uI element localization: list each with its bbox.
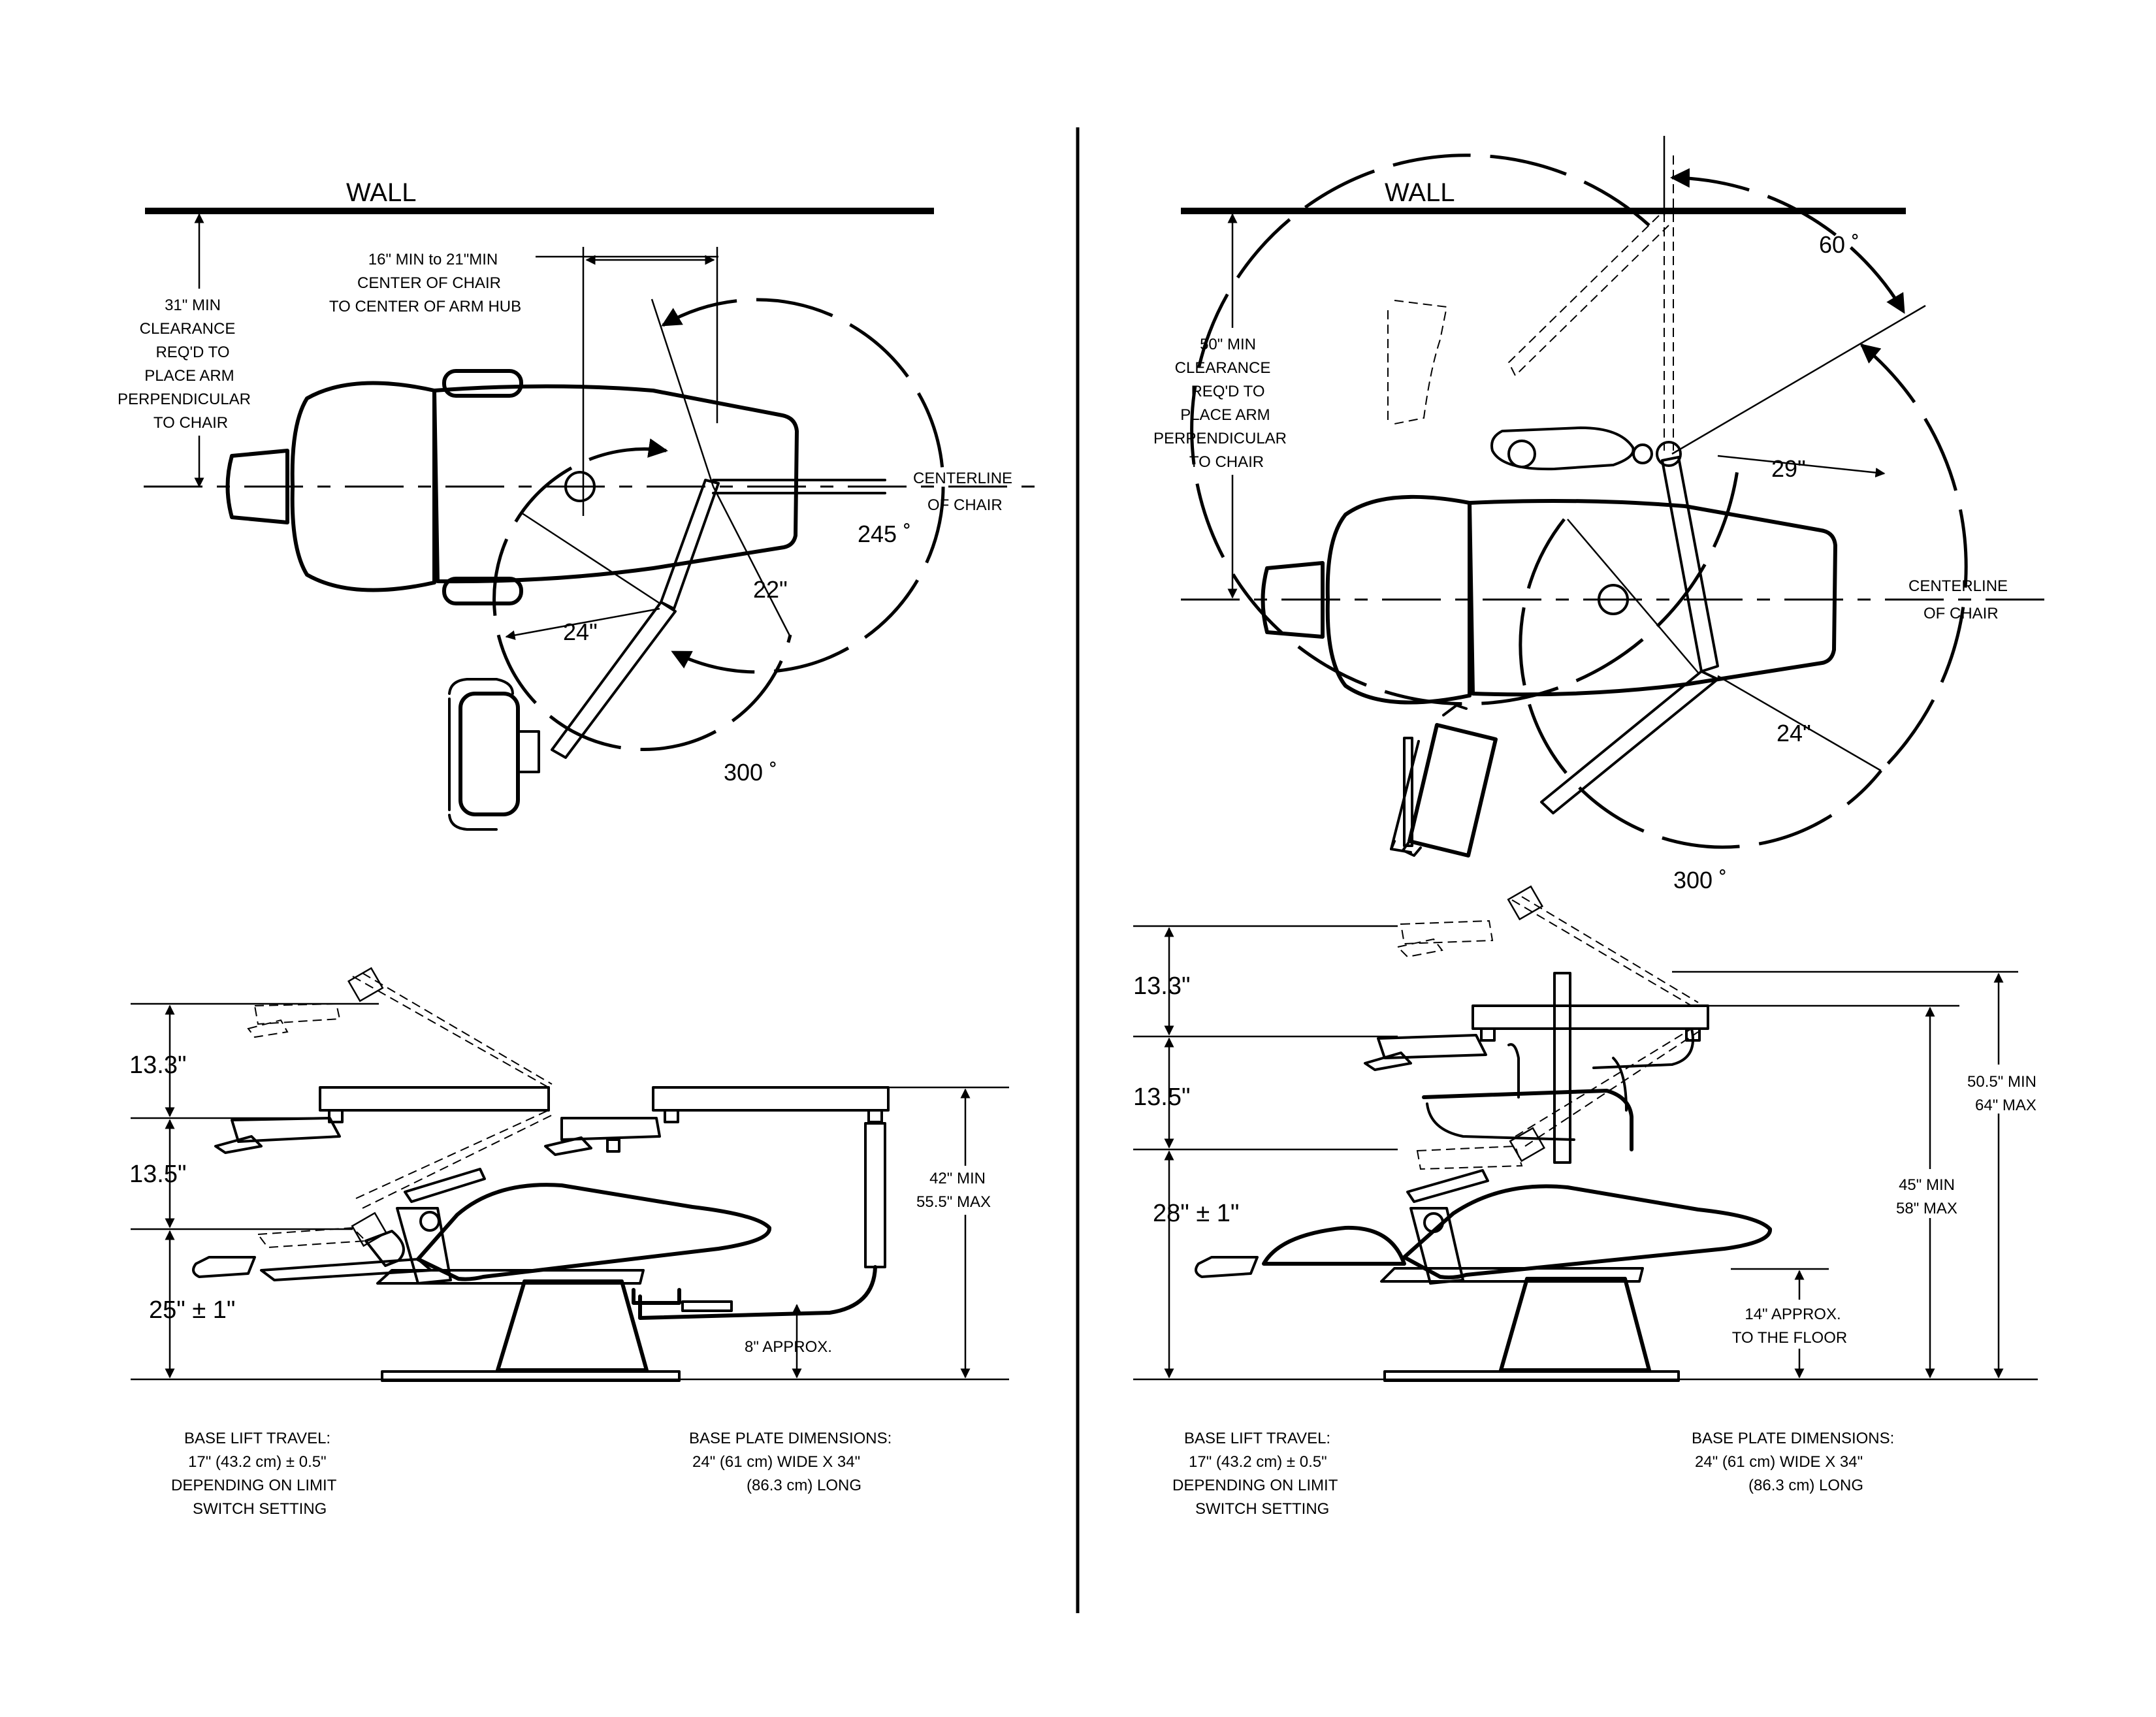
svg-text:24" (61 cm) WIDE X 34": 24" (61 cm) WIDE X 34" [692, 1453, 860, 1471]
base-plate-note-right: BASE PLATE DIMENSIONS: 24" (61 cm) WIDE … [1692, 1430, 1894, 1494]
svg-text:17" (43.2 cm) ± 0.5": 17" (43.2 cm) ± 0.5" [1189, 1453, 1327, 1471]
dim-22-label: 22" [753, 576, 788, 603]
svg-text:TO THE FLOOR: TO THE FLOOR [1732, 1329, 1847, 1347]
floor-note: 14" APPROX. TO THE FLOOR [1718, 1300, 1868, 1349]
delivery-arm-right [1490, 136, 1926, 814]
rotation-245-arc [661, 298, 945, 674]
base-plate-note: BASE PLATE DIMENSIONS: 24" (61 cm) WIDE … [689, 1430, 892, 1494]
rotation-60-arc [1670, 168, 1906, 314]
dim-24-label-right: 24" [1777, 720, 1811, 746]
svg-text:CENTER OF CHAIR: CENTER OF CHAIR [357, 274, 501, 292]
svg-text:CLEARANCE: CLEARANCE [1175, 359, 1271, 377]
rotation-29-arc [1859, 344, 1968, 772]
rotation-300-arc [492, 438, 792, 751]
approx-8-label: 8" APPROX. [745, 1338, 832, 1356]
dental-chair-side [192, 1122, 886, 1382]
svg-text:PERPENDICULAR: PERPENDICULAR [118, 391, 251, 408]
svg-text:TO CHAIR: TO CHAIR [153, 414, 228, 432]
rotation-300-arc-right [1519, 518, 1882, 849]
height-inner-note: 45" MIN 58" MAX [1886, 1169, 1971, 1218]
wall-label: WALL [346, 178, 416, 207]
svg-text:50" MIN: 50" MIN [1200, 336, 1256, 353]
dim-25-label: 25" ± 1" [149, 1296, 235, 1324]
svg-text:TO CENTER OF ARM HUB: TO CENTER OF ARM HUB [329, 298, 521, 315]
svg-text:SWITCH SETTING: SWITCH SETTING [1195, 1500, 1329, 1518]
svg-text:CLEARANCE: CLEARANCE [140, 320, 236, 338]
svg-text:BASE PLATE DIMENSIONS:: BASE PLATE DIMENSIONS: [689, 1430, 892, 1447]
svg-text:24" (61 cm) WIDE X 34": 24" (61 cm) WIDE X 34" [1695, 1453, 1863, 1471]
dental-chair-top-right [1261, 494, 1837, 705]
svg-text:PERPENDICULAR: PERPENDICULAR [1153, 430, 1287, 447]
base-lift-note: BASE LIFT TRAVEL: 17" (43.2 cm) ± 0.5" D… [171, 1430, 337, 1518]
height-outer-note: 50.5" MIN 64" MAX [1956, 1065, 2048, 1114]
angle-300-label-right: 300 ˚ [1673, 867, 1727, 893]
svg-text:TO CHAIR: TO CHAIR [1189, 453, 1264, 471]
svg-text:42" MIN: 42" MIN [929, 1170, 986, 1187]
svg-text:55.5" MAX: 55.5" MAX [916, 1193, 991, 1211]
delivery-arm [521, 298, 886, 759]
clearance-note-right: 50" MIN CLEARANCE REQ'D TO PLACE ARM PER… [1140, 328, 1329, 475]
svg-text:(86.3 cm) LONG: (86.3 cm) LONG [747, 1477, 861, 1494]
dim-28-label: 28" ± 1" [1153, 1200, 1239, 1227]
svg-text:64" MAX: 64" MAX [1975, 1097, 2036, 1114]
instrument-tray-right [1387, 300, 1498, 858]
height-note: 42" MIN 55.5" MAX [908, 1166, 999, 1215]
delivery-unit-side-right [1364, 885, 1709, 1170]
left-elevation-view: 13.3" 13.5" 25" ± 1" 42" MIN 55.5" MAX 8… [129, 967, 1009, 1518]
wall-label-right: WALL [1385, 178, 1455, 207]
angle-245-label: 245 ˚ [858, 521, 911, 547]
instrument-tray [448, 678, 540, 831]
svg-text:BASE LIFT TRAVEL:: BASE LIFT TRAVEL: [1184, 1430, 1330, 1447]
svg-text:50.5" MIN: 50.5" MIN [1967, 1073, 2036, 1091]
dental-chair-side-right [1195, 972, 1772, 1382]
svg-text:45" MIN: 45" MIN [1899, 1176, 1955, 1194]
right-plan-view: WALL 50" MIN CLEARANCE REQ'D TO PLACE AR… [1140, 136, 2051, 893]
dental-chair-top [225, 369, 799, 605]
svg-text:PLACE ARM: PLACE ARM [144, 367, 234, 385]
angle-300-label: 300 ˚ [724, 759, 777, 786]
dim-13-5-label-right: 13.5" [1133, 1083, 1190, 1111]
clearance-note: 31" MIN CLEARANCE REQ'D TO PLACE ARM PER… [105, 289, 294, 436]
svg-text:(86.3 cm) LONG: (86.3 cm) LONG [1748, 1477, 1863, 1494]
svg-text:14" APPROX.: 14" APPROX. [1745, 1306, 1841, 1323]
dim-29-label: 29" [1771, 455, 1806, 482]
dim-13-3-label-right: 13.3" [1133, 972, 1190, 1000]
delivery-unit-side [214, 967, 890, 1249]
dim-24-line [505, 607, 660, 640]
svg-text:17" (43.2 cm) ± 0.5": 17" (43.2 cm) ± 0.5" [188, 1453, 327, 1471]
angle-60-label: 60 ˚ [1819, 231, 1859, 258]
dim-13-3-label: 13.3" [129, 1051, 186, 1079]
svg-text:REQ'D TO: REQ'D TO [155, 344, 229, 361]
dim-13-5-label: 13.5" [129, 1161, 186, 1188]
svg-text:SWITCH SETTING: SWITCH SETTING [193, 1500, 327, 1518]
dim-24-label: 24" [563, 618, 598, 645]
svg-text:58" MAX: 58" MAX [1896, 1200, 1957, 1217]
svg-text:16" MIN to 21"MIN: 16" MIN to 21"MIN [368, 251, 498, 268]
base-lift-note-right: BASE LIFT TRAVEL: 17" (43.2 cm) ± 0.5" D… [1172, 1430, 1338, 1518]
svg-text:DEPENDING ON LIMIT: DEPENDING ON LIMIT [171, 1477, 337, 1494]
svg-text:OF CHAIR: OF CHAIR [927, 496, 1003, 514]
svg-text:BASE LIFT TRAVEL:: BASE LIFT TRAVEL: [184, 1430, 330, 1447]
hub-distance-note: 16" MIN to 21"MIN CENTER OF CHAIR TO CEN… [314, 247, 536, 320]
svg-text:DEPENDING ON LIMIT: DEPENDING ON LIMIT [1172, 1477, 1338, 1494]
svg-text:PLACE ARM: PLACE ARM [1180, 406, 1270, 424]
left-plan-view: WALL 31" MIN CLEARANCE REQ'D TO PLACE AR… [105, 178, 1045, 831]
svg-text:31" MIN: 31" MIN [165, 297, 221, 314]
centerline-label: CENTERLINE [913, 470, 1012, 487]
right-elevation-view: 13.3" 13.5" 28" ± 1" 50.5" MIN 64" MAX 4… [1133, 885, 2048, 1518]
rotation-outer-arc [1190, 153, 1739, 706]
svg-text:REQ'D TO: REQ'D TO [1191, 383, 1264, 400]
centerline-label-right: CENTERLINE [1908, 577, 2008, 595]
svg-text:BASE PLATE DIMENSIONS:: BASE PLATE DIMENSIONS: [1692, 1430, 1894, 1447]
